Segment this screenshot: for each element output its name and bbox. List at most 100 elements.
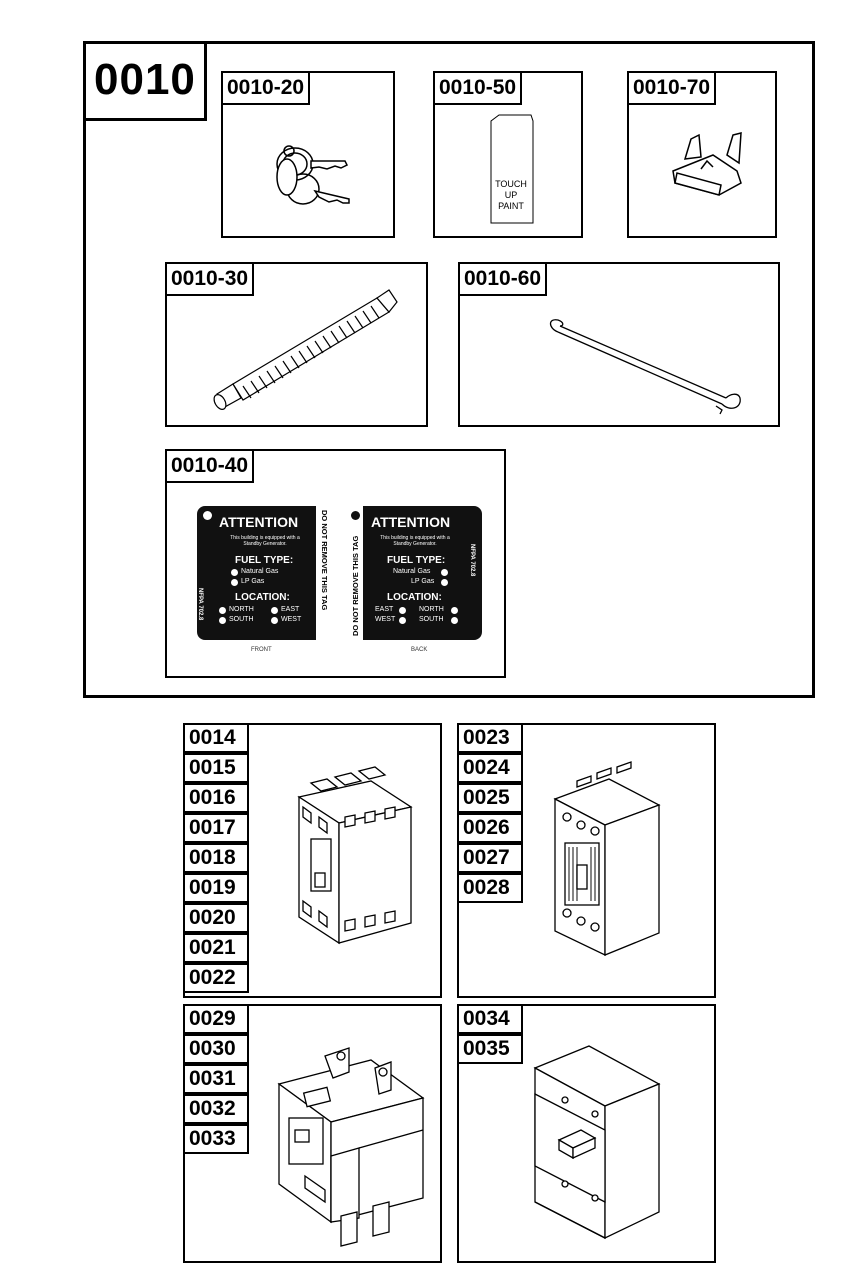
tag-back-subtext-2: Standby Generator. [393,541,437,547]
radio-icon [399,617,406,624]
tag-front-subtext-1: This building is equipped with a [230,535,300,541]
item-0010-40-label: 0010-40 [165,449,255,483]
molded-case-breaker-illustration [533,1045,661,1240]
tag-back-location-east: EAST [375,606,394,613]
part-number: 0025 [457,783,523,813]
tag-front-side-strip [316,506,332,640]
part-number: 0027 [457,843,523,873]
tag-front-subtext-2: Standby Generator. [243,541,287,547]
tag-front-location-south: SOUTH [229,616,254,623]
breaker-panel-3-number-list: 0029 0030 0031 0032 0033 [183,1004,249,1154]
tag-back-location-west: WEST [375,616,396,623]
tag-back-location-south: SOUTH [419,616,444,623]
tag-back-subtext-1: This building is equipped with a [380,535,450,541]
tag-back-side-strip [347,506,363,640]
attention-tag-back: DO NOT REMOVE THIS TAG ATTENTION This bu… [347,506,482,640]
radio-icon [399,607,406,614]
tag-back-fuel-heading: FUEL TYPE: [387,555,446,566]
wire-rod-illustration [549,319,741,415]
breaker-panel-1-number-list: 0014 0015 0016 0017 0018 0019 0020 0021 … [183,723,249,993]
part-number: 0029 [183,1004,249,1034]
tag-back-fuel-option-1: Natural Gas [393,568,431,575]
paint-bottle-illustration [490,114,534,224]
group-id-label: 0010 [83,41,207,121]
paint-label-line-1: TOUCH [495,179,527,189]
attention-tag-front: ATTENTION This building is equipped with… [197,506,332,640]
part-number: 0015 [183,753,249,783]
item-0010-50-panel: 0010-50 TOUCH UP PAINT [433,71,583,238]
part-number: 0016 [183,783,249,813]
part-number: 0032 [183,1094,249,1124]
circuit-breaker-illustration [297,766,413,945]
tag-front-code: NFPA 702.8 [197,588,203,621]
part-number: 0033 [183,1124,249,1154]
tag-back-location-north: NORTH [419,606,444,613]
part-number: 0021 [183,933,249,963]
tag-back-location-heading: LOCATION: [387,592,442,603]
tag-back-fuel-option-2: LP Gas [411,578,435,585]
part-number: 0024 [457,753,523,783]
part-number: 0014 [183,723,249,753]
tag-back-code: NFPA 702.8 [469,544,475,577]
radio-icon [231,569,238,576]
part-number: 0020 [183,903,249,933]
item-0010-70-label: 0010-70 [627,71,717,105]
tag-back-side-text: DO NOT REMOVE THIS TAG [351,535,360,636]
item-0010-30-panel: 0010-30 [165,262,428,427]
radio-icon [231,579,238,586]
radio-icon [219,607,226,614]
tag-front-side-text: DO NOT REMOVE THIS TAG [320,510,329,611]
flex-hose-illustration [213,289,398,410]
radio-icon [441,579,448,586]
item-0010-40-panel: 0010-40 ATTENTION This building is equip… [165,449,506,678]
circuit-breaker-illustration [277,1047,425,1247]
tag-back-heading: ATTENTION [371,514,451,530]
keys-illustration [276,145,350,205]
breaker-panel-1: 0014 0015 0016 0017 0018 0019 0020 0021 … [183,723,442,998]
part-number: 0028 [457,873,523,903]
radio-icon [451,617,458,624]
breaker-panel-2-number-list: 0023 0024 0025 0026 0027 0028 [457,723,523,903]
circuit-breaker-illustration [553,761,661,957]
tag-back-caption: BACK [411,647,428,653]
part-number: 0019 [183,873,249,903]
tag-front-location-east: EAST [281,606,300,613]
radio-icon [219,617,226,624]
radio-icon [271,617,278,624]
tag-front-heading: ATTENTION [219,514,299,530]
radio-icon [271,607,278,614]
item-0010-60-label: 0010-60 [458,262,548,296]
item-0010-50-label: 0010-50 [433,71,523,105]
item-0010-20-label: 0010-20 [221,71,311,105]
part-number: 0030 [183,1034,249,1064]
part-number: 0034 [457,1004,523,1034]
hole-icon [203,511,212,520]
part-number: 0022 [183,963,249,993]
radio-icon [441,569,448,576]
breaker-panel-2: 0023 0024 0025 0026 0027 0028 [457,723,716,998]
part-number: 0017 [183,813,249,843]
fuse-illustration [672,132,742,196]
tag-front-fuel-option-2: LP Gas [241,578,265,585]
paint-label-line-3: PAINT [498,201,524,211]
part-number: 0023 [457,723,523,753]
part-number: 0035 [457,1034,523,1064]
breaker-panel-4-number-list: 0034 0035 [457,1004,523,1064]
hole-icon [351,511,360,520]
radio-icon [451,607,458,614]
item-0010-20-panel: 0010-20 [221,71,395,238]
item-0010-70-panel: 0010-70 [627,71,777,238]
breaker-panel-3: 0029 0030 0031 0032 0033 [183,1004,442,1263]
part-number: 0031 [183,1064,249,1094]
part-number: 0018 [183,843,249,873]
tag-front-caption: FRONT [251,647,272,653]
paint-label-line-2: UP [504,190,518,200]
item-0010-60-panel: 0010-60 [458,262,780,427]
breaker-panel-4: 0034 0035 [457,1004,716,1263]
item-0010-30-label: 0010-30 [165,262,255,296]
group-0010-panel: 0010 0010-20 0010-50 TOUCH UP [83,41,815,698]
tag-front-fuel-option-1: Natural Gas [241,568,279,575]
part-number: 0026 [457,813,523,843]
tag-front-location-north: NORTH [229,606,254,613]
tag-front-location-heading: LOCATION: [235,592,290,603]
